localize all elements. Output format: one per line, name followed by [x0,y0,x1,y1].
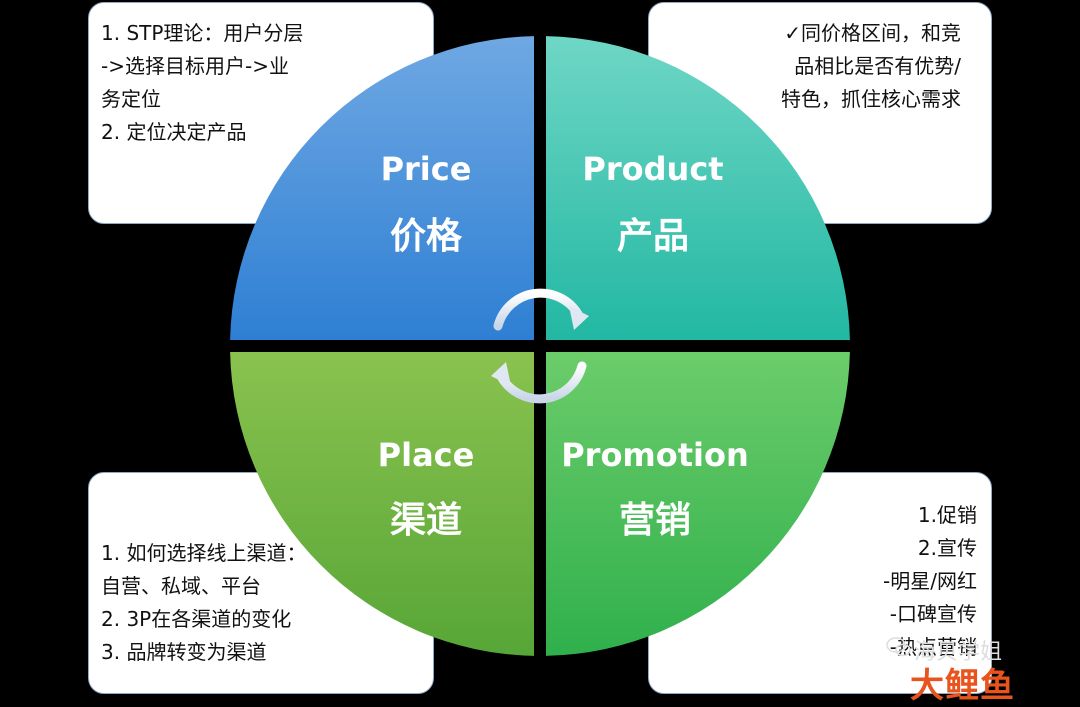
note-line: 自营、私域、平台 [101,574,261,598]
wechat-icon [886,637,911,657]
promotion-title-en: Promotion [561,436,749,474]
product-title-en: Product [582,150,723,188]
note-line: ✓同价格区间，和竞 [784,21,961,45]
price-title-en: Price [381,150,472,188]
note-line: 务定位 [101,87,161,111]
place-title-zh: 渠道 [390,500,462,541]
price-quadrant [230,36,534,340]
note-line: 品相比是否有优势/ [794,54,961,78]
watermark-logo: 大鲤鱼 [910,666,1015,706]
watermark-account: 海贝学姐 [914,640,1003,665]
note-line: 1.促销 [917,503,977,527]
cycle-arrows-icon [491,288,589,404]
note-line: 3. 品牌转变为渠道 [101,640,267,664]
place-title-en: Place [378,436,475,474]
note-line: 2.宣传 [917,536,977,560]
note-line: 2. 定位决定产品 [101,120,247,144]
price-title-zh: 价格 [390,216,463,257]
note-line: ->选择目标用户->业 [101,54,289,78]
place-quadrant [230,352,534,656]
product-title-zh: 产品 [617,216,689,257]
product-quadrant [546,36,850,340]
note-line: -明星/网红 [883,569,977,593]
promotion-quadrant [546,352,850,656]
note-line: 特色，抓住核心需求 [781,87,961,111]
note-line: 1. 如何选择线上渠道： [101,541,307,565]
note-line: -口碑宣传 [889,602,977,626]
note-line: 2. 3P在各渠道的变化 [101,607,292,631]
watermark: 海贝学姐 大鲤鱼 [886,632,1076,706]
note-line: 1. STP理论：用户分层 [101,21,304,45]
promotion-title-zh: 营销 [619,500,691,541]
